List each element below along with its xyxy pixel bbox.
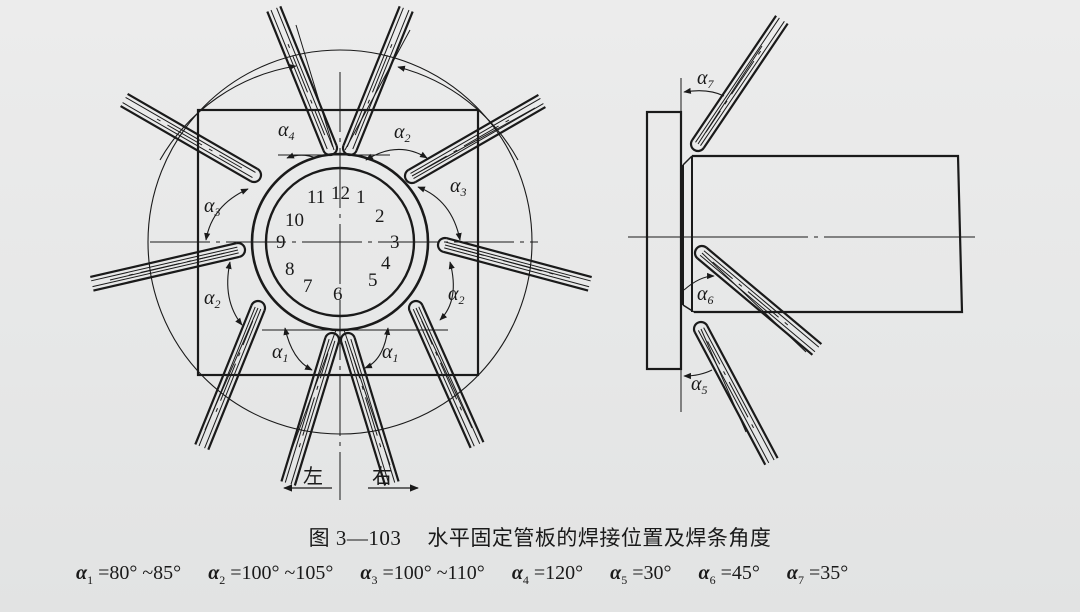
side-view-angle-labels: α7 α6 α5 — [691, 67, 715, 397]
clock-8: 8 — [285, 259, 295, 280]
angle-alpha5: α5 =30° — [610, 562, 672, 587]
clock-11: 11 — [307, 187, 325, 208]
angle-alpha4: α4 =120° — [511, 562, 584, 587]
svg-text:α2: α2 — [448, 283, 465, 307]
welding-diagram: 12 1 2 3 4 5 6 7 8 9 10 11 α4 α2 α3 α3 α… — [89, 5, 975, 500]
pipe-section — [692, 154, 964, 314]
clock-1: 1 — [356, 187, 366, 208]
svg-text:α6: α6 — [697, 283, 714, 307]
figure-caption: 图 3—103 水平固定管板的焊接位置及焊条角度 — [0, 522, 1080, 552]
clock-7: 7 — [303, 276, 313, 297]
svg-text:α2: α2 — [204, 287, 221, 311]
svg-text:α4: α4 — [278, 119, 295, 143]
clock-3: 3 — [390, 232, 400, 253]
clock-9: 9 — [276, 232, 286, 253]
side-view — [628, 14, 975, 466]
svg-text:α1: α1 — [272, 341, 289, 365]
angle-alpha7: α7 =35° — [786, 562, 849, 587]
svg-text:α7: α7 — [697, 67, 715, 91]
svg-text:α2: α2 — [394, 121, 411, 145]
front-view-angle-labels: α4 α2 α3 α3 α2 α2 α1 α1 — [204, 119, 467, 365]
clock-2: 2 — [375, 206, 385, 227]
direction-labels: 左 右 — [303, 465, 392, 488]
clock-6: 6 — [333, 284, 343, 305]
angle-alpha3: α3 =100° ~110° — [360, 562, 485, 587]
clock-4: 4 — [381, 253, 391, 274]
clock-12: 12 — [331, 183, 350, 204]
angle-alpha2: α2 =100° ~105° — [208, 562, 334, 587]
svg-text:α1: α1 — [382, 341, 399, 365]
svg-text:α5: α5 — [691, 373, 708, 397]
direction-right-label: 右 — [372, 465, 392, 488]
svg-text:α3: α3 — [450, 175, 467, 199]
front-view — [89, 5, 593, 500]
clock-positions: 12 1 2 3 4 5 6 7 8 9 10 11 — [276, 183, 400, 305]
clock-10: 10 — [285, 210, 304, 231]
svg-text:α3: α3 — [204, 195, 221, 219]
plate-section — [645, 110, 683, 371]
clock-5: 5 — [368, 270, 378, 291]
angle-legend: α1 =80° ~85° α2 =100° ~105° α3 =100° ~11… — [76, 562, 1076, 588]
figure-number: 图 3—103 — [308, 526, 402, 550]
angle-alpha6: α6 =45° — [698, 562, 760, 587]
angle-alpha1: α1 =80° ~85° — [76, 562, 182, 587]
direction-left-label: 左 — [303, 465, 323, 488]
figure-title: 水平固定管板的焊接位置及焊条角度 — [427, 526, 772, 550]
